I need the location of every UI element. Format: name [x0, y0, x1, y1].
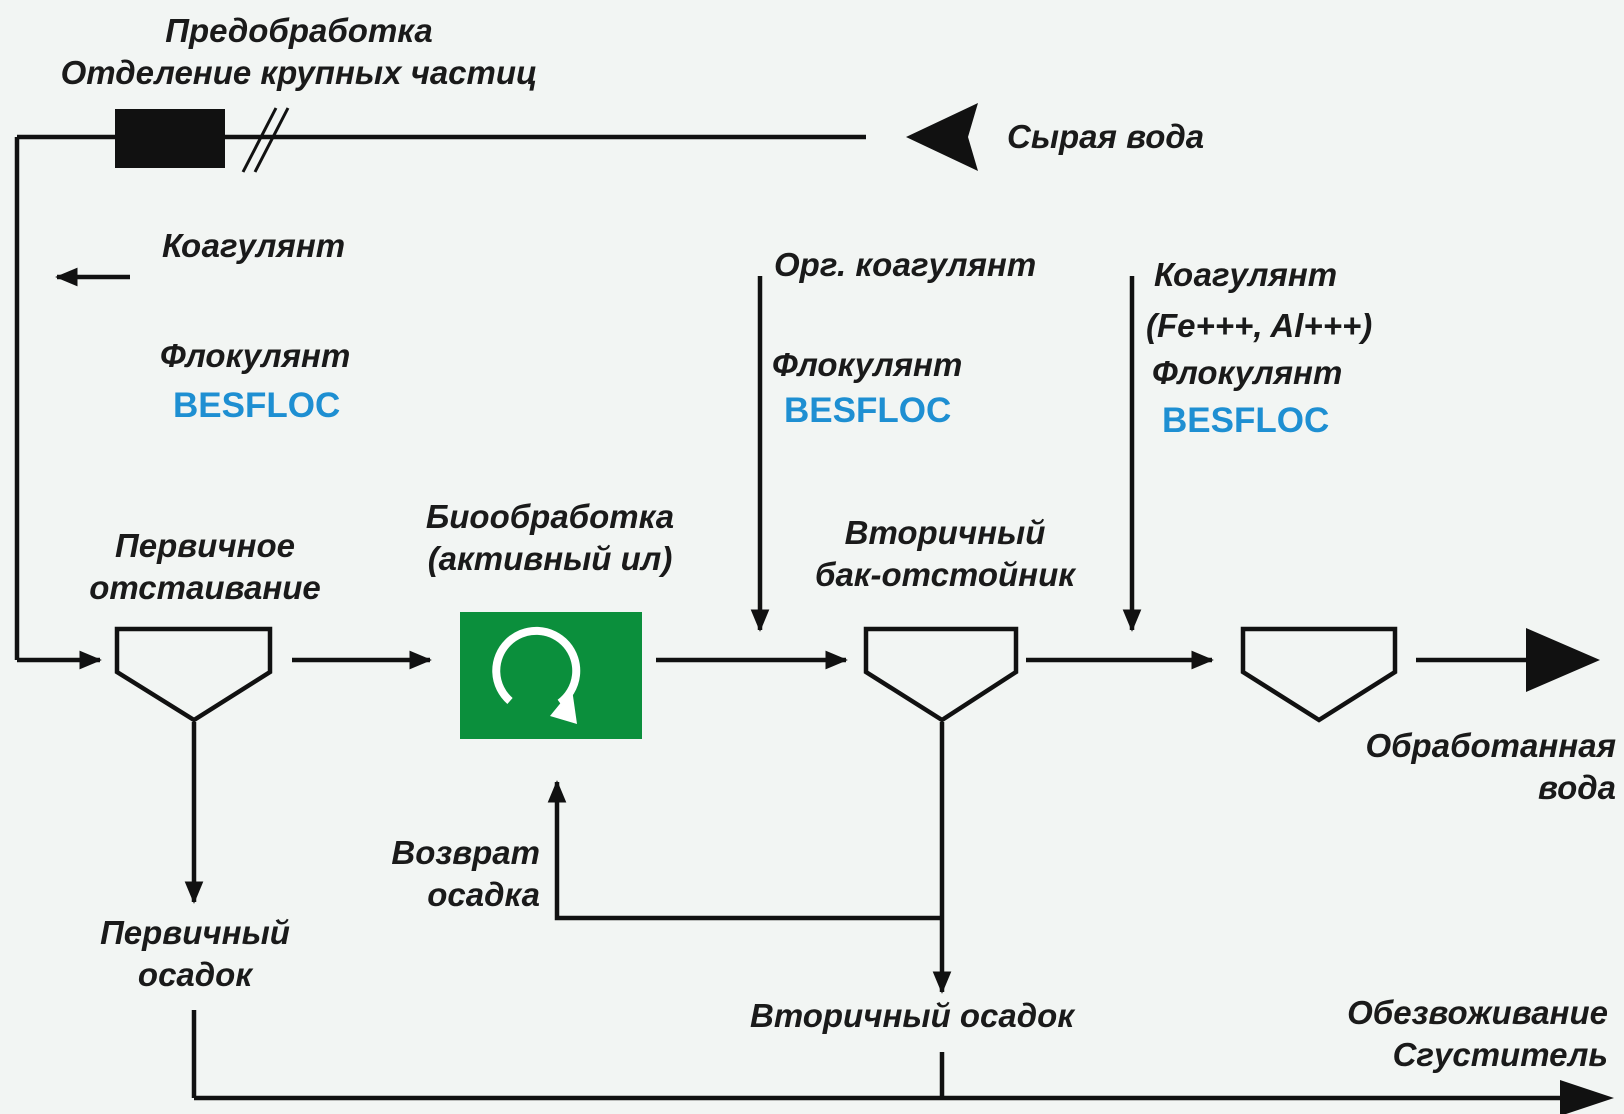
treated-water-label: Обработанная вода	[1250, 725, 1616, 809]
break-mark	[241, 107, 278, 173]
treated-line-2: вода	[1537, 769, 1616, 806]
settling-tank-icon	[114, 626, 273, 723]
coagulant-1-label: Коагулянт	[162, 227, 346, 264]
secondary-line-2: бак-отстойник	[815, 556, 1075, 593]
secondary-sludge-label: Вторичный осадок	[750, 997, 1075, 1034]
return-sludge-label: Возврат осадка	[330, 832, 540, 916]
return-sludge-line	[547, 780, 942, 921]
recycle-loop-icon	[492, 626, 581, 724]
pretreatment-label: Предобработка Отделение крупных частиц	[54, 10, 544, 94]
pretreatment-subtitle: Отделение крупных частиц	[60, 54, 538, 91]
brand-2-label: BESFLOC	[784, 391, 952, 430]
treated-water-arrow-icon	[1526, 628, 1600, 692]
flocculant-1-label: Флокулянт	[160, 337, 351, 374]
org-coagulant-label: Орг. коагулянт	[774, 246, 1037, 283]
treated-line-1: Обработанная	[1365, 727, 1616, 764]
dewatering-line-1: Обезвоживание	[1347, 994, 1608, 1031]
bio-treatment-label: Биообработка (активный ил)	[395, 496, 705, 580]
break-mark	[253, 107, 290, 173]
flocculant-3-label: Флокулянт	[1152, 354, 1343, 391]
flocculant-2-label: Флокулянт	[772, 346, 963, 383]
primary-sludge-label: Первичный осадок	[60, 912, 330, 996]
secondary-settler-label: Вторичный бак-отстойник	[780, 512, 1110, 596]
primary-settling-line-2: отстаивание	[89, 569, 321, 606]
pretreatment-title: Предобработка	[165, 12, 433, 49]
thickener-line-2: Сгуститель	[1392, 1036, 1608, 1073]
primary-settling-line-1: Первичное	[114, 527, 296, 564]
settling-tank-icon	[1240, 626, 1398, 723]
filter-block-icon	[115, 109, 225, 168]
return-line-2: осадка	[427, 876, 540, 913]
secondary-line-1: Вторичный	[844, 514, 1046, 551]
brand-3-label: BESFLOC	[1162, 401, 1330, 440]
coagulant-3-label: Коагулянт	[1154, 256, 1338, 293]
primary-settling-label: Первичное отстаивание	[60, 525, 350, 609]
bio-line-2: (активный ил)	[427, 540, 673, 577]
raw-water-arrow-icon	[906, 103, 978, 171]
primary-sludge-line-2: осадок	[137, 956, 253, 993]
brand-1-label: BESFLOC	[173, 386, 341, 425]
return-line-1: Возврат	[391, 834, 540, 871]
coagulant-3-ions-label: (Fe+++, Al+++)	[1146, 307, 1373, 344]
bio-line-1: Биообработка	[425, 498, 675, 535]
dewatering-arrow-icon	[1560, 1080, 1614, 1114]
primary-sludge-line-1: Первичный	[100, 914, 290, 951]
raw-water-label: Сырая вода	[1007, 118, 1205, 155]
dewatering-label: Обезвоживание Сгуститель	[1250, 992, 1608, 1076]
settling-tank-icon	[863, 626, 1019, 723]
